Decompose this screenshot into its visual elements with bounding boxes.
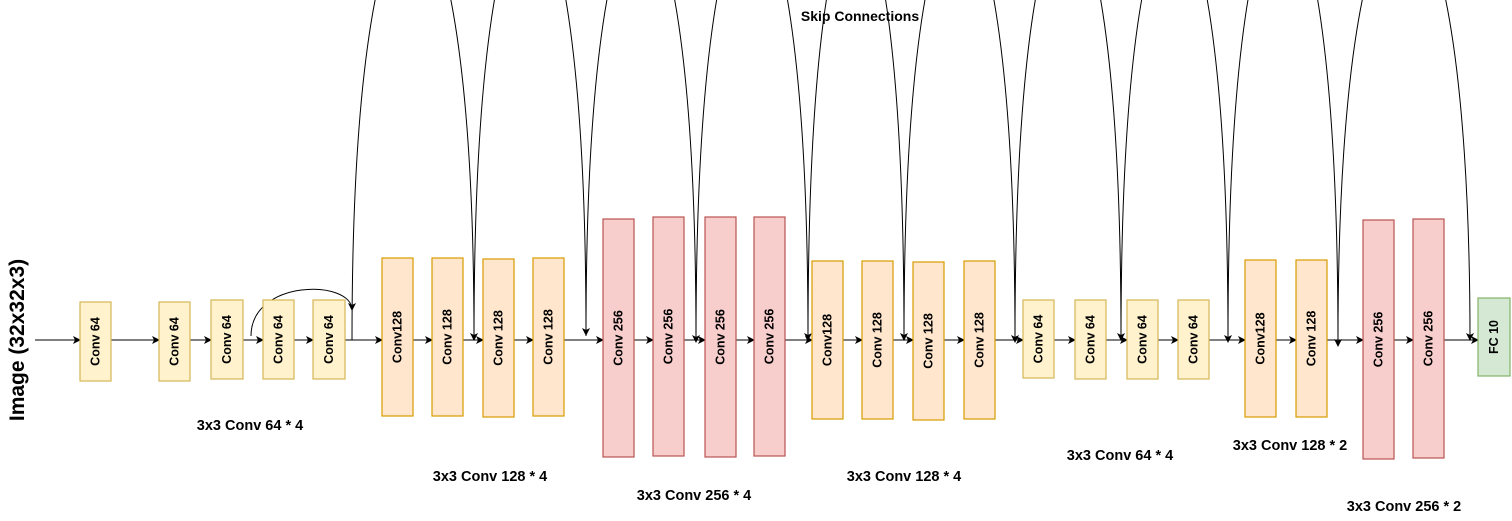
conv-block-11: [652, 216, 685, 457]
conv-block-8: [482, 258, 515, 418]
conv-block-label: FC 10: [1487, 320, 1501, 354]
conv-block-label: Conv 64: [1187, 315, 1201, 364]
conv-block-22: [1244, 259, 1277, 418]
conv-block-label: Conv 128: [441, 309, 455, 365]
conv-block-label: Conv 256: [763, 309, 777, 365]
conv-block-label: Conv 256: [1372, 312, 1386, 368]
group-label: 3x3 Conv 256 * 4: [637, 488, 751, 504]
conv-block-24: [1362, 219, 1395, 460]
conv-block-label: Conv 64: [168, 317, 182, 366]
conv-block-26: [1477, 297, 1511, 377]
conv-block-label: Conv 64: [322, 315, 336, 364]
conv-block-6: [381, 257, 414, 417]
conv-block-5: [312, 299, 346, 380]
conv-block-3: [210, 299, 244, 380]
conv-block-label: Conv 128: [973, 312, 987, 368]
conv-block-label: Conv 64: [89, 317, 103, 366]
skip-connections: [250, 0, 1474, 347]
skip-connection-arc: [1227, 0, 1342, 347]
skip-connection-arc: [1120, 0, 1232, 343]
conv-block-7: [431, 257, 464, 417]
conv-block-13: [753, 216, 786, 457]
conv-block-label: Conv 128: [871, 312, 885, 368]
group-label: 3x3 Conv 128 * 4: [433, 469, 547, 485]
conv-block-label: Conv 128: [1305, 311, 1319, 367]
skip-connection-arc: [695, 0, 812, 343]
group-label: 3x3 Conv 128 * 4: [847, 469, 961, 485]
conv-block-label: Conv128: [1254, 312, 1268, 364]
conv-block-12: [704, 216, 737, 458]
conv-block-label: Conv 128: [542, 309, 556, 365]
diagram-title: Skip Connections: [801, 8, 919, 24]
input-label: Image (32x32x3): [6, 259, 29, 421]
group-label: 3x3 Conv 128 * 2: [1233, 438, 1347, 454]
group-label: 3x3 Conv 64 * 4: [197, 418, 303, 434]
conv-block-label: Conv 256: [1422, 311, 1436, 367]
conv-block-label: Conv 256: [612, 310, 626, 366]
skip-connection-arc: [473, 0, 590, 341]
conv-block-label: Conv 128: [492, 310, 506, 366]
conv-block-23: [1295, 259, 1328, 418]
conv-block-label: Conv128: [391, 311, 405, 363]
conv-block-label: Conv 128: [922, 313, 936, 369]
conv-block-label: Conv 64: [220, 315, 234, 364]
conv-block-label: Conv 64: [272, 315, 286, 364]
group-label: 3x3 Conv 64 * 4: [1067, 448, 1173, 464]
conv-block-label: Conv128: [821, 314, 835, 366]
conv-block-label: Conv 256: [662, 309, 676, 365]
conv-blocks: Conv 64 Conv 64 Conv 64 Conv 64 Conv 64 Conv1…: [79, 216, 1511, 460]
conv-block-label: Conv 64: [1084, 315, 1098, 364]
conv-block-10: [602, 218, 635, 458]
conv-block-16: [912, 261, 945, 421]
conv-block-19: [1074, 299, 1107, 380]
conv-block-1: [79, 301, 112, 382]
skip-connection-arc: [351, 0, 478, 341]
conv-block-17: [963, 260, 996, 420]
conv-block-14: [811, 260, 844, 420]
conv-block-4: [262, 299, 295, 380]
conv-block-25: [1412, 218, 1445, 459]
skip-connection-arc: [903, 0, 1019, 343]
conv-block-20: [1126, 299, 1159, 380]
conv-block-label: Conv 64: [1032, 315, 1046, 364]
conv-block-label: Conv 64: [1136, 315, 1150, 364]
conv-block-21: [1177, 299, 1210, 380]
conv-block-9: [532, 257, 565, 417]
conv-block-label: Conv 256: [714, 309, 728, 365]
conv-block-15: [861, 260, 894, 420]
skip-connection-arc: [1337, 0, 1474, 341]
conv-block-18: [1022, 299, 1055, 379]
group-labels: 3x3 Conv 64 * 4 3x3 Conv 128 * 4 3x3 Conv …: [197, 418, 1461, 515]
skip-connection-arc: [585, 0, 700, 343]
skip-connection-arc: [807, 0, 908, 341]
conv-block-2: [158, 301, 191, 382]
group-label: 3x3 Conv 256 * 2: [1347, 499, 1461, 515]
skip-connection-arc: [1014, 0, 1125, 341]
skip-connection-arc: [250, 288, 356, 337]
